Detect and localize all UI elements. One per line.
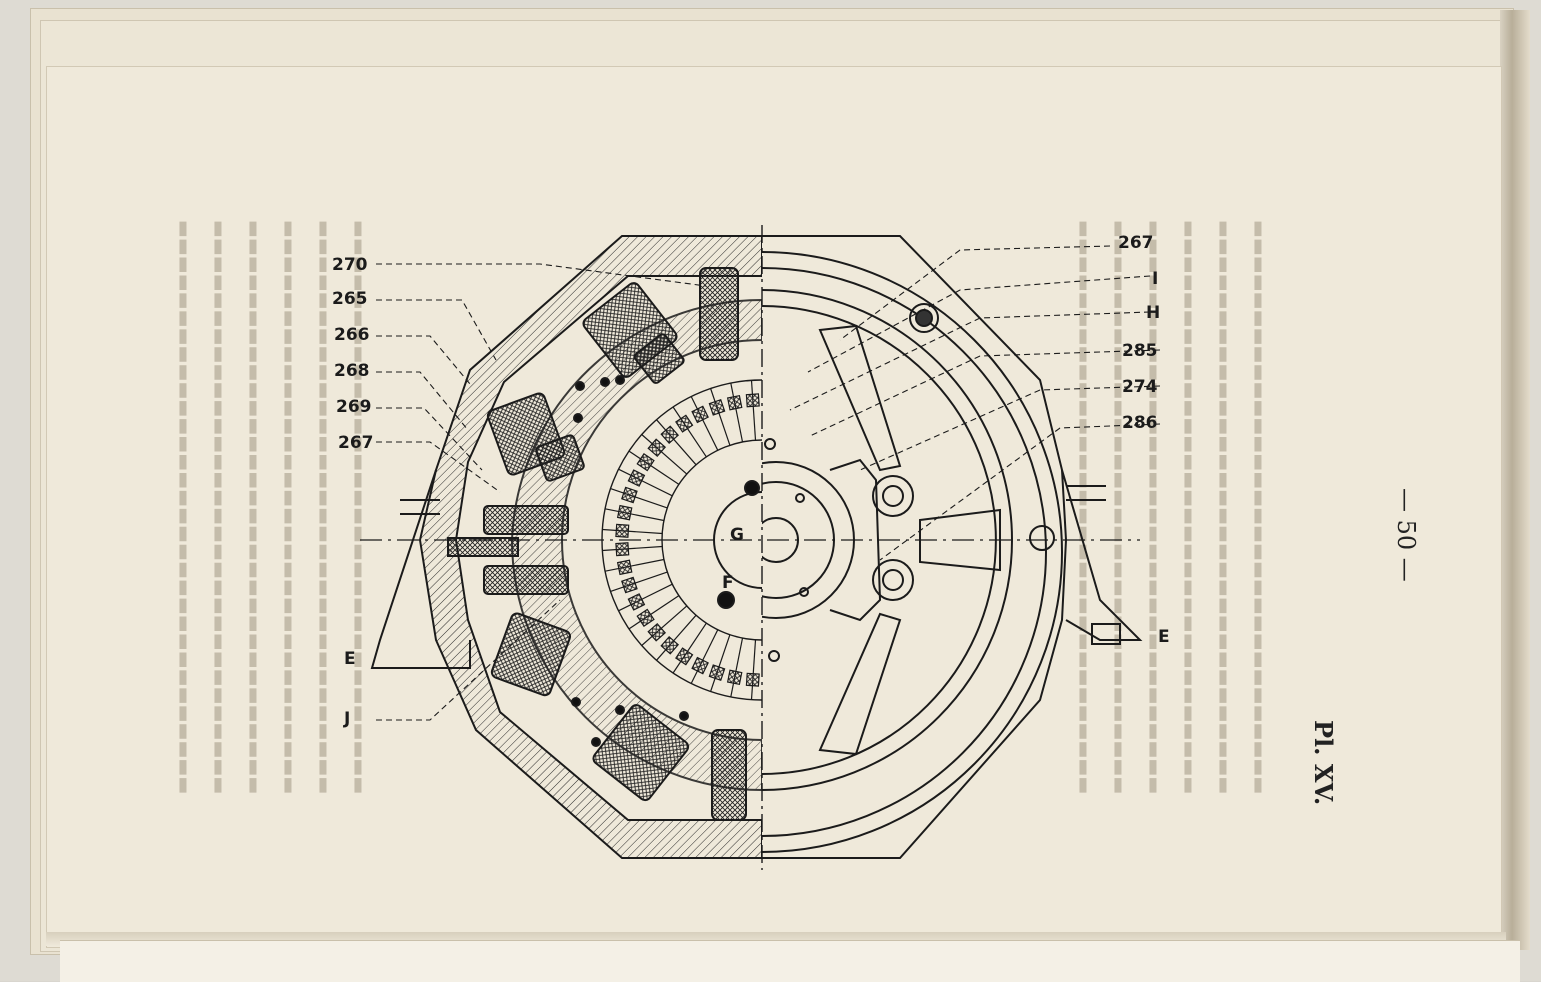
figure-label-left: 266 — [334, 325, 370, 345]
commutator-segment — [672, 406, 707, 458]
commutator-segment — [604, 558, 665, 572]
commutator-bar — [636, 453, 655, 472]
commutator-bar — [726, 669, 743, 686]
commutator-bar — [660, 635, 680, 655]
commutator-segment — [672, 622, 707, 674]
commutator-segment — [602, 528, 663, 535]
commutator-segment — [750, 380, 757, 441]
commutator-segment — [690, 629, 719, 684]
commutator-segment — [730, 382, 744, 443]
commutator-bar — [627, 469, 646, 487]
figure-label-left: 265 — [332, 289, 368, 309]
book-page — [46, 66, 1502, 948]
commutator-bar — [621, 576, 638, 594]
commutator-segment — [730, 637, 744, 698]
figure-label-right: 274 — [1122, 377, 1158, 397]
commutator-bar — [647, 622, 667, 642]
commutator-bar — [745, 672, 760, 687]
commutator-bar — [726, 394, 743, 411]
figure-label-left: 268 — [334, 361, 370, 381]
figure-label-left: J — [343, 709, 350, 729]
commutator-bar — [616, 559, 633, 576]
figure-label-right: 286 — [1122, 413, 1158, 433]
commutator-bar — [616, 504, 633, 521]
page-number: — 50 — — [1392, 488, 1420, 582]
commutator-bar — [675, 414, 694, 433]
commutator-bar — [675, 647, 694, 666]
commutator-segment — [610, 571, 668, 592]
commutator-segment — [628, 450, 680, 485]
commutator-bar — [647, 438, 667, 458]
commutator-segment — [602, 545, 663, 552]
commutator-bar — [615, 542, 630, 557]
figure-label-left: 267 — [338, 433, 374, 453]
commutator-bar — [621, 486, 638, 504]
figure-label-right: 267 — [1118, 233, 1154, 253]
plate-title: Pl. XV. — [1309, 720, 1338, 806]
commutator-bar — [615, 523, 630, 538]
figure-label-right: I — [1152, 269, 1158, 289]
commutator-bar — [636, 608, 655, 627]
commutator-bar — [708, 399, 726, 416]
figure-label-right: 285 — [1122, 341, 1158, 361]
commutator-segment — [750, 639, 757, 700]
commutator-bar — [691, 405, 709, 424]
figure-label-left: 269 — [336, 397, 372, 417]
figure-label-left: 270 — [332, 255, 368, 275]
commutator-segment — [710, 388, 731, 446]
commutator-bar — [627, 593, 646, 611]
page-edge — [1500, 10, 1530, 950]
commutator-segment — [618, 583, 673, 612]
commutator-bar — [708, 664, 726, 681]
figure-label-inner: F — [722, 573, 734, 593]
commutator-segment — [628, 595, 680, 630]
commutator-segment — [604, 508, 665, 522]
commutator-segment — [641, 434, 688, 475]
commutator-segment — [641, 605, 688, 646]
next-page-edge — [60, 940, 1520, 982]
figure-label-inner: G — [730, 525, 744, 545]
commutator-segment — [610, 488, 668, 509]
commutator-segment — [656, 614, 697, 661]
figure-label-right: E — [1158, 627, 1170, 647]
commutator-bar — [691, 656, 709, 675]
commutator-segment — [690, 396, 719, 451]
commutator-segment — [710, 634, 731, 692]
commutator-segment — [656, 419, 697, 466]
commutator-bar — [660, 425, 680, 445]
commutator-bar — [745, 393, 760, 408]
commutator-segment — [618, 468, 673, 497]
figure-label-right: H — [1146, 303, 1160, 323]
figure-label-left: E — [344, 649, 356, 669]
